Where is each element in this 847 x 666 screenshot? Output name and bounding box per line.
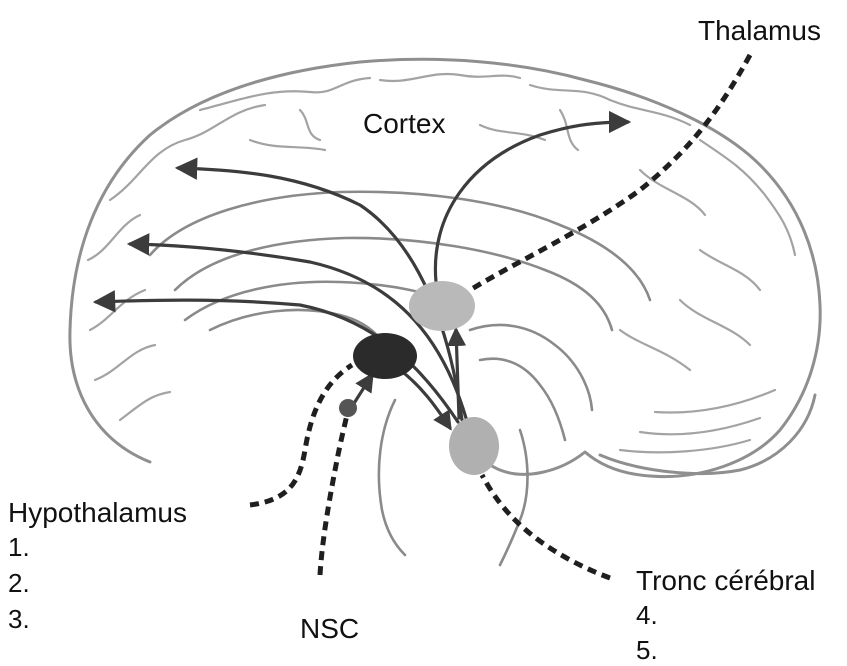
thalamus-nucleus — [409, 281, 475, 331]
hypothalamus-item-2: 2. — [8, 568, 30, 598]
brainstem-label: Tronc cérébral — [636, 565, 815, 596]
thalamus-label: Thalamus — [698, 15, 821, 46]
hypothalamus-input-dashed-line — [250, 365, 352, 505]
hypothalamus-label: Hypothalamus — [8, 497, 187, 528]
projection-arrows — [96, 122, 628, 428]
hypothalamus-nucleus — [353, 333, 417, 379]
brainstem-nucleus — [449, 417, 499, 475]
hypothalamus-item-1: 1. — [8, 532, 30, 562]
nsc-label: NSC — [300, 613, 359, 644]
cingulate-and-corpus-callosum — [150, 192, 650, 330]
nsc-input-dashed-line — [320, 410, 348, 575]
nsc-nucleus — [339, 399, 357, 417]
arrow-brainstem-to-thalamus — [456, 330, 459, 418]
labels: Thalamus Cortex Hypothalamus 1. 2. 3. NS… — [8, 15, 821, 665]
cerebellum-contour — [600, 395, 815, 474]
brainstem-item-4: 4. — [636, 600, 658, 630]
cortex-label: Cortex — [363, 108, 445, 139]
hypothalamus-item-3: 3. — [8, 604, 30, 634]
brainstem-contour — [379, 400, 528, 565]
input-pathways — [250, 55, 750, 578]
cerebellum-folds — [620, 390, 775, 452]
nuclei — [339, 281, 499, 475]
brainstem-item-5: 5. — [636, 635, 658, 665]
